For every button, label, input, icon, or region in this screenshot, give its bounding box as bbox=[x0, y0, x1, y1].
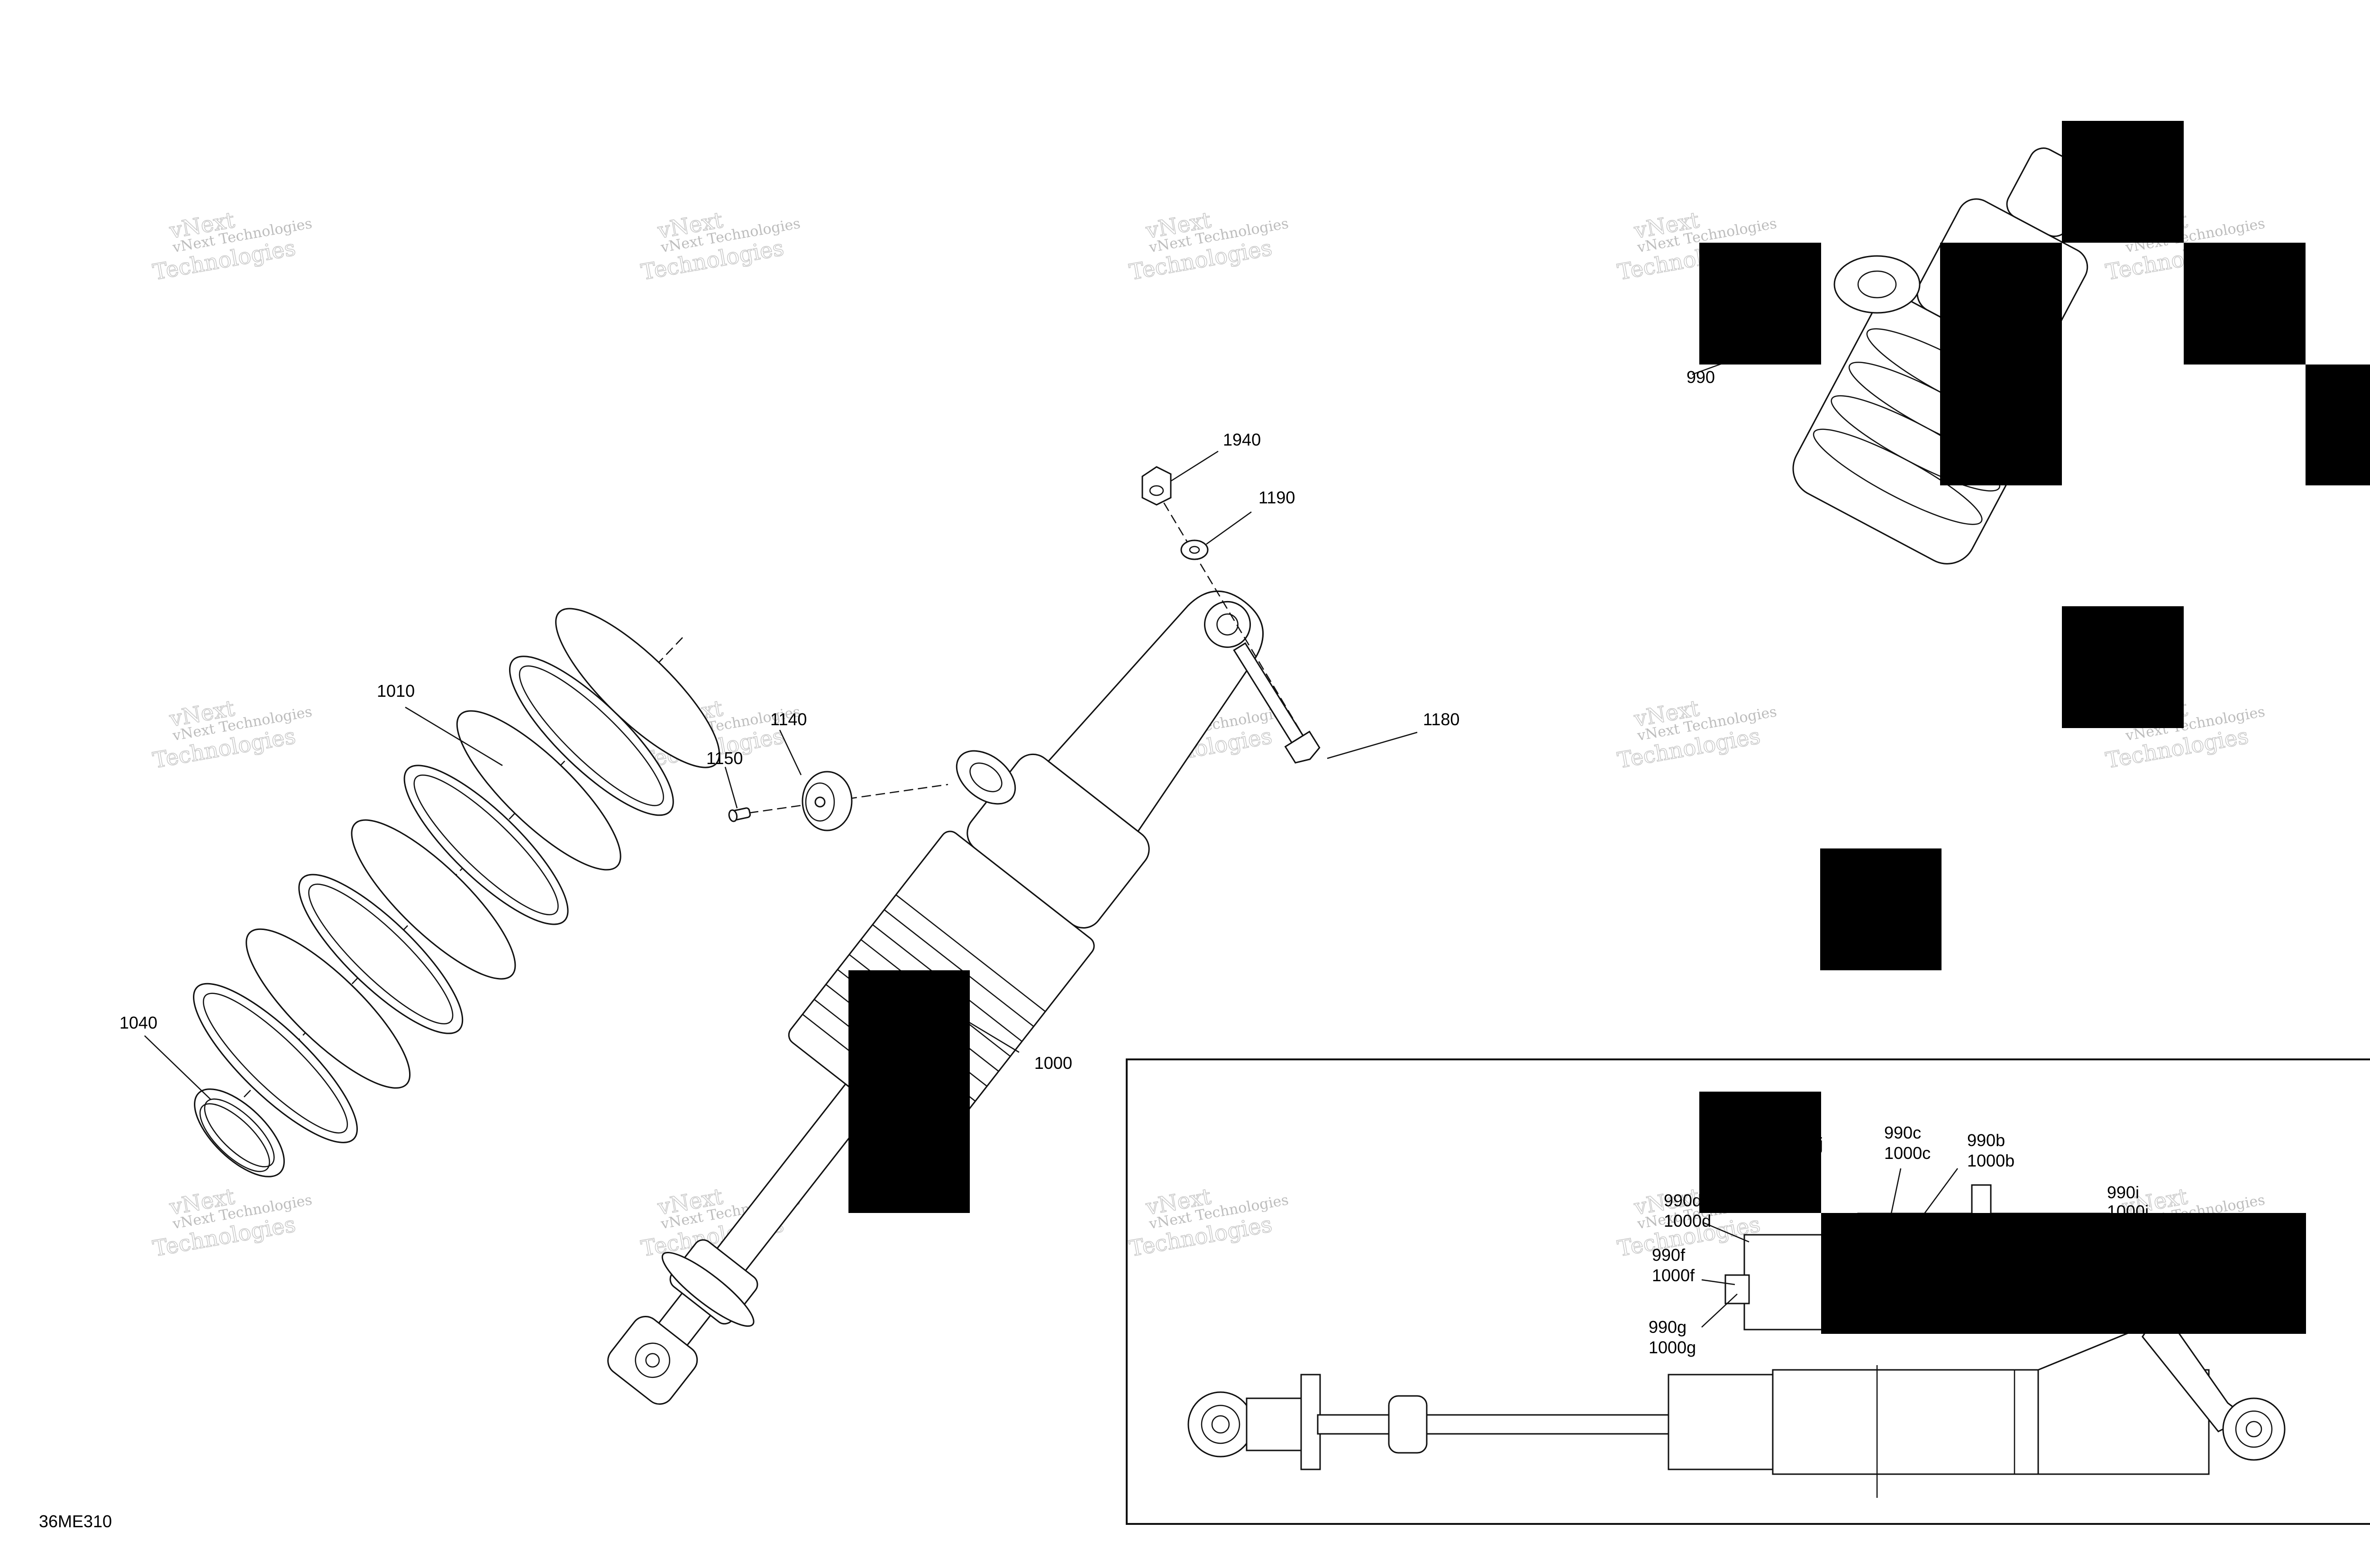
redaction-blocks bbox=[848, 121, 2370, 1334]
callout-1010: 1010 bbox=[377, 681, 415, 701]
callout-990: 990 bbox=[1686, 367, 1715, 387]
watermark-3: vNext vNext Technologies Technologies bbox=[1127, 207, 1290, 285]
redaction-block bbox=[1699, 243, 1821, 365]
redaction-block bbox=[1820, 848, 1942, 970]
callout-1140: 1140 bbox=[770, 710, 807, 729]
redaction-block bbox=[1699, 1092, 1821, 1213]
callout-1940: 1940 bbox=[1223, 430, 1261, 449]
callout-1180: 1180 bbox=[1423, 710, 1459, 729]
callout-1000g: 1000g bbox=[1649, 1338, 1696, 1357]
screw-1150 bbox=[728, 807, 751, 822]
redaction-block bbox=[2062, 606, 2184, 728]
callout-1000f: 1000f bbox=[1652, 1266, 1695, 1285]
callout-labels: 1940 1190 1010 1140 1150 1180 1040 1000 … bbox=[119, 367, 1715, 1073]
drawing-code: 36ME310 bbox=[39, 1512, 112, 1531]
adjuster-knob-1140 bbox=[748, 771, 948, 831]
redaction-block bbox=[1821, 1213, 2306, 1334]
redaction-block bbox=[1940, 243, 2062, 485]
callout-1000: 1000 bbox=[1034, 1053, 1072, 1073]
bolt-axis-line bbox=[1156, 490, 1309, 745]
coil-spring-1010 bbox=[193, 608, 720, 1143]
redaction-block bbox=[2306, 365, 2370, 485]
washer-1190 bbox=[1180, 539, 1209, 560]
watermark-9: vNext vNext Technologies Technologies bbox=[1615, 695, 1778, 774]
watermark-2: vNext vNext Technologies Technologies bbox=[639, 207, 802, 285]
callout-990f: 990f bbox=[1652, 1245, 1686, 1265]
callout-990d: 990d bbox=[1664, 1191, 1702, 1210]
redaction-block bbox=[848, 970, 970, 1213]
detail-frame bbox=[1126, 1058, 2370, 1525]
callout-1000b: 1000b bbox=[1967, 1151, 2014, 1170]
detail-callout-labels: 990c 1000c 990b 1000b 990d 1000d 990f 10… bbox=[1649, 1123, 2149, 1357]
watermark-13: vNext vNext Technologies Technologies bbox=[1127, 1183, 1290, 1262]
callout-990b: 990b bbox=[1967, 1130, 2005, 1150]
nut-1940 bbox=[1141, 466, 1309, 745]
callout-1190: 1190 bbox=[1258, 488, 1295, 507]
callout-990c: 990c bbox=[1884, 1123, 1921, 1142]
watermark-6: vNext vNext Technologies Technologies bbox=[151, 695, 314, 774]
callout-990i: 990i bbox=[2107, 1183, 2139, 1202]
callout-1000c: 1000c bbox=[1884, 1143, 1931, 1163]
redaction-block bbox=[2062, 121, 2184, 243]
callout-1040: 1040 bbox=[119, 1013, 157, 1032]
bolt-1180 bbox=[1233, 642, 1321, 764]
detail-leader-lines bbox=[1701, 1168, 2105, 1328]
callout-1150: 1150 bbox=[706, 748, 743, 768]
watermark-11: vNext vNext Technologies Technologies bbox=[151, 1183, 314, 1262]
callout-990g: 990g bbox=[1649, 1317, 1686, 1337]
redaction-block bbox=[2184, 243, 2306, 365]
watermark-1: vNext vNext Technologies Technologies bbox=[151, 207, 314, 285]
callout-1000d: 1000d bbox=[1664, 1211, 1711, 1231]
